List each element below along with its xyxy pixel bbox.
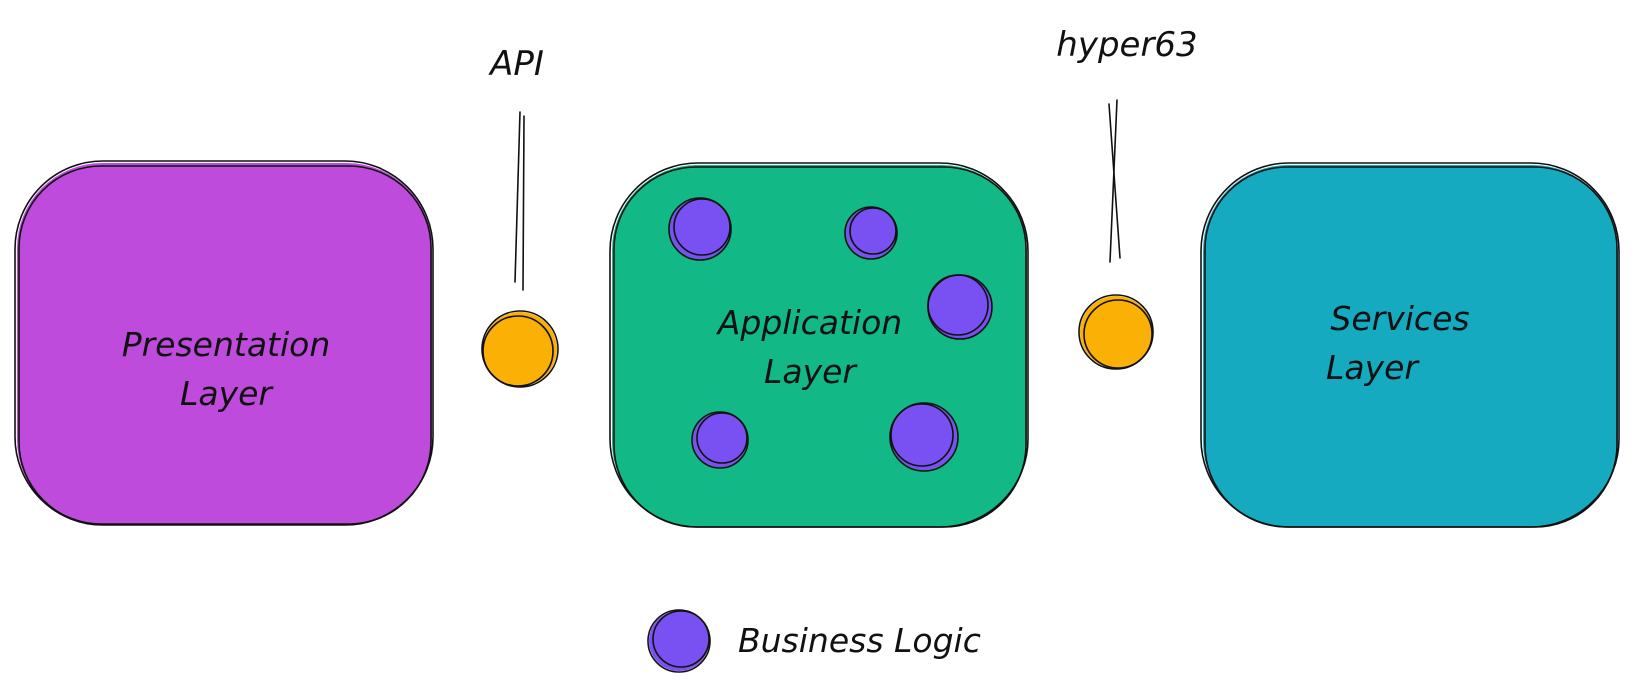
business-logic-dot <box>691 411 749 469</box>
business-logic-dot <box>889 402 959 472</box>
hyper63-connector-line <box>1108 103 1121 259</box>
hyper63-label: hyper63 <box>1056 25 1197 65</box>
api-interface-dot <box>483 312 557 386</box>
hyper63-interface-dot <box>1080 296 1152 368</box>
hyper63-interface: hyper63 <box>1056 25 1198 370</box>
services-layer-label-line1: Services <box>1330 299 1469 338</box>
business-logic-dots <box>668 197 993 472</box>
application-layer-label-line2: Layer <box>764 352 858 391</box>
services-layer-fill <box>1203 165 1618 527</box>
api-interface: API <box>481 44 559 388</box>
legend: Business Logic <box>647 609 981 673</box>
business-logic-dot <box>668 197 732 261</box>
application-layer-label-line1: Application <box>716 303 902 342</box>
business-logic-dot <box>927 274 993 340</box>
api-connector-line <box>514 111 521 283</box>
presentation-layer-label-line1: Presentation <box>122 325 331 364</box>
business-logic-dot <box>844 206 898 260</box>
legend-business-logic-icon <box>647 609 711 673</box>
services-layer-label-line2: Layer <box>1326 348 1420 387</box>
services-layer-box: Services Layer <box>1200 162 1620 528</box>
presentation-layer-box: Presentation Layer <box>14 160 434 526</box>
presentation-layer-label-line2: Layer <box>180 374 274 413</box>
presentation-layer-fill <box>17 163 432 525</box>
legend-business-logic-label: Business Logic <box>738 621 981 660</box>
api-label: API <box>488 44 544 84</box>
